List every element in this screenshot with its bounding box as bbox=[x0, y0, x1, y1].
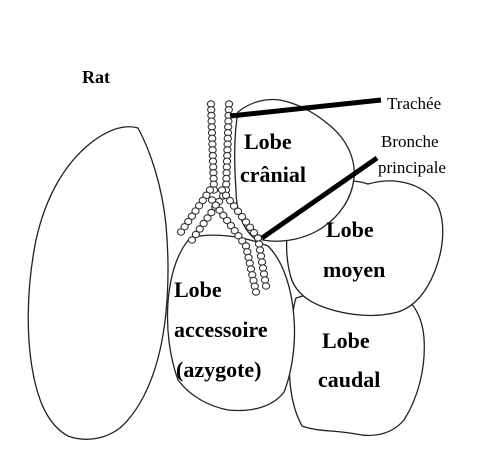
cartilage-ring bbox=[255, 241, 262, 247]
cartilage-ring bbox=[256, 247, 263, 253]
trachee-label: Trachée bbox=[387, 94, 441, 113]
moyen-label-line1: Lobe bbox=[326, 217, 374, 242]
moyen-label-line2: moyen bbox=[323, 257, 385, 282]
cartilage-ring bbox=[254, 235, 261, 241]
cartilage-ring bbox=[177, 229, 184, 235]
cartilage-ring bbox=[261, 277, 268, 283]
cartilage-ring bbox=[260, 271, 267, 277]
cartilage-ring bbox=[252, 289, 259, 295]
cartilage-ring bbox=[258, 259, 265, 265]
accessoire-label-line3: (azygote) bbox=[176, 357, 262, 382]
bronche-label-line2: principale bbox=[378, 158, 446, 177]
left-lung-outline bbox=[28, 127, 168, 440]
title-label: Rat bbox=[82, 67, 110, 87]
caudal-label-line2: caudal bbox=[318, 367, 380, 392]
caudal-label-line1: Lobe bbox=[322, 328, 370, 353]
cartilage-ring bbox=[257, 253, 264, 259]
cartilage-ring bbox=[262, 283, 269, 289]
cartilage-ring bbox=[259, 265, 266, 271]
cartilage-ring bbox=[188, 237, 195, 243]
cranial-label-line1: Lobe bbox=[244, 129, 292, 154]
bronche-label-line1: Bronche bbox=[381, 132, 439, 151]
accessoire-label-line2: accessoire bbox=[174, 317, 268, 342]
cranial-label-line2: crânial bbox=[240, 162, 306, 187]
accessoire-label-line1: Lobe bbox=[174, 277, 222, 302]
